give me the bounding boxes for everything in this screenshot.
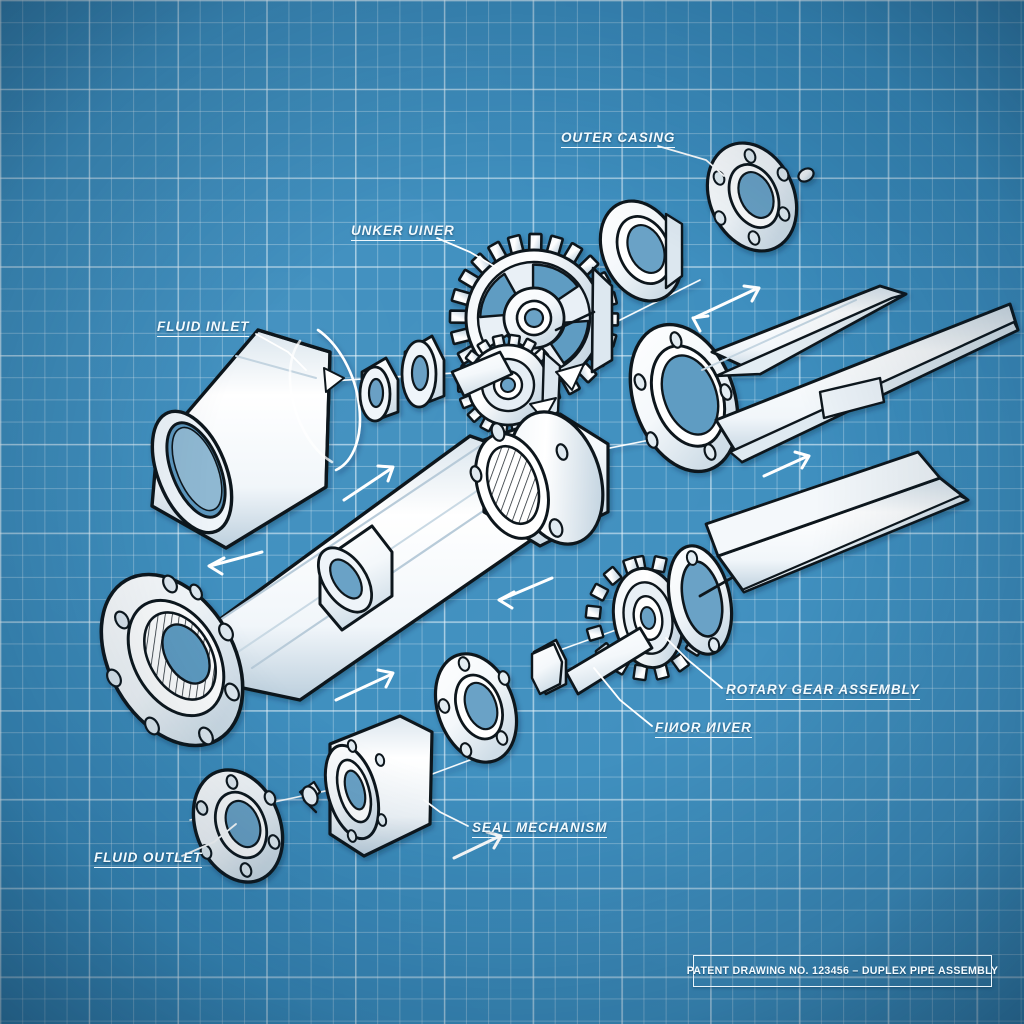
callout-seal-mechanism: SEAL MECHANISM [472, 820, 608, 839]
callout-finor-liver: FIИOR ИIVER [655, 720, 752, 739]
part-seal-housing [323, 714, 434, 858]
arrow-mid-down [497, 576, 554, 610]
part-casing-tube-lower [714, 302, 1020, 464]
arc-marker [323, 367, 345, 393]
title-block: PATENT DRAWING NO. 123456 – DUPLEX PIPE … [687, 955, 998, 987]
arrow-inlet-down [207, 550, 264, 576]
part-outlet-flange-small [191, 768, 285, 884]
part-seal-ring [433, 652, 519, 764]
arrow-casing-bidirectional [691, 284, 761, 333]
part-inlet-bushing-b [400, 334, 446, 409]
arrow-casing-up [762, 450, 811, 478]
part-inlet-sleeve [150, 328, 332, 550]
part-seal-bushing [530, 642, 564, 696]
title-block-text: PATENT DRAWING NO. 123456 – DUPLEX PIPE … [686, 965, 999, 977]
callout-outer-casing: OUTER CASING [561, 130, 676, 149]
arrow-body-up [334, 668, 395, 702]
part-pin-fastener-top [797, 167, 815, 183]
leader-inner-liner [436, 237, 498, 269]
part-end-cap-flange [705, 141, 799, 253]
part-pin-fastener [298, 780, 322, 814]
part-inlet-bushing-a [358, 356, 400, 423]
part-casing-flange [628, 322, 740, 474]
callout-fluid-outlet: FLUID OUTLET [94, 850, 203, 869]
arrow-inlet-up [342, 464, 395, 502]
callout-inner-liner: UNKER UINER [351, 223, 455, 242]
callout-fluid-inlet: FLUID INLET [157, 319, 250, 338]
part-rear-casing-tube [704, 450, 970, 594]
callout-rotary-gear-assembly: ROTARY GEAR ASSEMBLY [726, 682, 920, 701]
